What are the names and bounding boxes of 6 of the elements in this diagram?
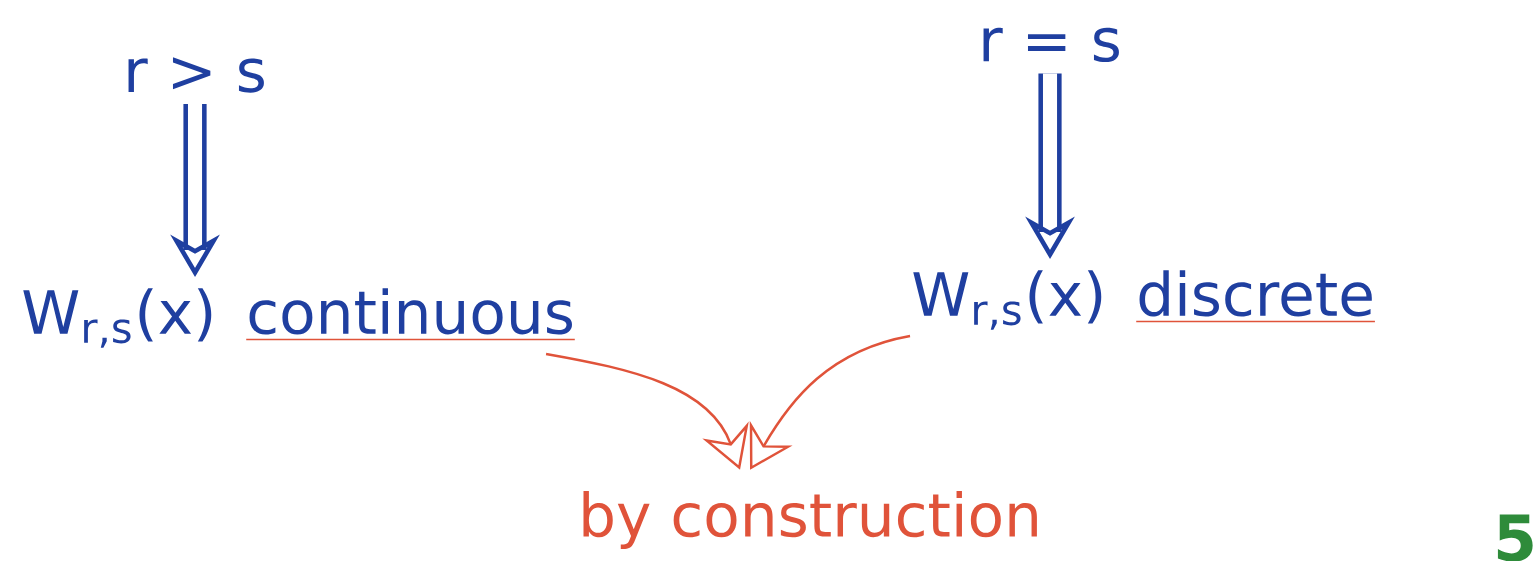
text-label: W$_{r,s}$(x) discrete <box>913 270 1376 330</box>
text-label: r = s <box>983 27 1119 63</box>
text-label: W$_{r,s}$(x) continuous <box>23 288 576 348</box>
text-label: by construction <box>583 491 1037 549</box>
page-number: 5 <box>1497 514 1533 561</box>
text-label: r > s <box>128 57 264 93</box>
